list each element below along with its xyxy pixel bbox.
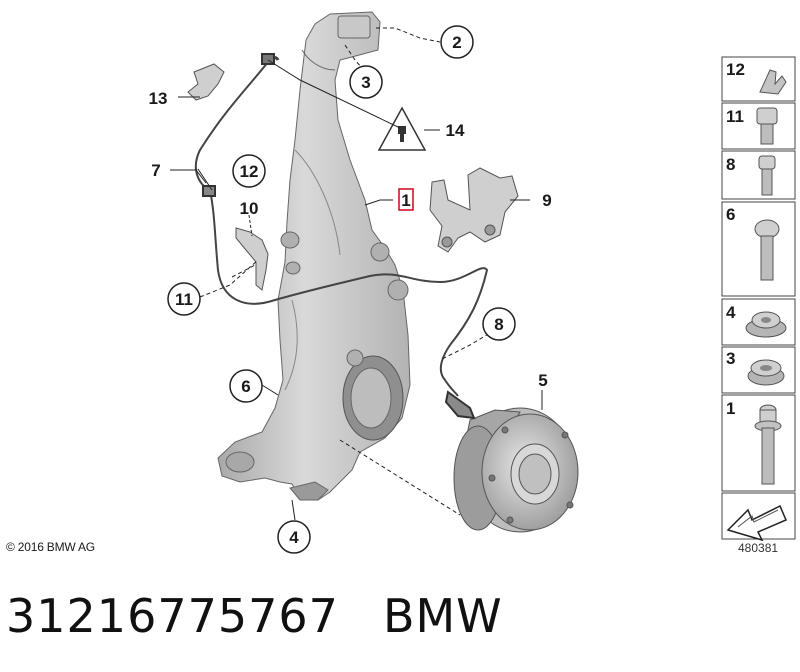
callout-9: 9 xyxy=(542,191,551,210)
brand-name: BMW xyxy=(382,589,503,643)
continue-arrow-icon xyxy=(726,504,787,542)
esd-warning-icon xyxy=(377,106,427,151)
sensor-bracket xyxy=(429,167,519,253)
callout-8: 8 xyxy=(482,307,516,341)
part-number: 31216775767 xyxy=(6,589,339,643)
svg-text:10: 10 xyxy=(240,199,259,218)
svg-text:1: 1 xyxy=(726,399,735,418)
svg-text:13: 13 xyxy=(149,89,168,108)
copyright-notice: © 2016 BMW AG xyxy=(6,540,95,554)
svg-text:11: 11 xyxy=(726,107,744,126)
cable-holder xyxy=(235,227,269,291)
svg-text:4: 4 xyxy=(726,303,736,322)
svg-text:3: 3 xyxy=(361,73,370,92)
torx-bolt-icon xyxy=(754,219,780,281)
svg-text:4: 4 xyxy=(289,528,299,547)
callout-2: 2 xyxy=(440,25,474,59)
steering-knuckle xyxy=(217,11,411,501)
collar-nut-icon xyxy=(745,311,787,338)
parts-diagram: 2 3 13 14 7 12 1 9 10 11 8 5 6 4 xyxy=(149,11,796,554)
svg-text:6: 6 xyxy=(241,377,250,396)
legend-item-4: 4 xyxy=(726,303,787,338)
callout-12: 12 xyxy=(232,154,266,188)
legend-item-8: 8 xyxy=(726,155,776,196)
svg-text:6: 6 xyxy=(726,205,735,224)
wheel-hub xyxy=(453,407,579,533)
legend-item-3: 3 xyxy=(726,349,785,386)
svg-text:7: 7 xyxy=(151,161,160,180)
callout-7: 7 xyxy=(151,161,160,180)
legend-item-1: 1 xyxy=(726,399,782,485)
svg-text:2: 2 xyxy=(452,33,461,52)
legend-item-11: 11 xyxy=(726,107,778,145)
legend-item-6: 6 xyxy=(726,205,780,281)
callout-5: 5 xyxy=(538,371,547,390)
svg-text:12: 12 xyxy=(240,162,259,181)
callout-6: 6 xyxy=(229,369,263,403)
flange-bolt-icon xyxy=(754,404,782,485)
hex-nut-icon xyxy=(747,359,785,386)
callout-4: 4 xyxy=(277,520,311,554)
drawing-number: 480381 xyxy=(738,541,779,555)
svg-text:11: 11 xyxy=(175,290,193,309)
clip-icon xyxy=(759,69,787,95)
svg-text:8: 8 xyxy=(494,315,503,334)
callout-1-highlighted: 1 xyxy=(398,188,414,211)
callout-11: 11 xyxy=(167,282,201,316)
svg-text:14: 14 xyxy=(446,121,465,140)
legend-item-12: 12 xyxy=(726,60,787,95)
svg-text:3: 3 xyxy=(726,349,735,368)
part-footer: 31216775767 BMW xyxy=(6,586,503,646)
svg-text:5: 5 xyxy=(538,371,547,390)
callout-14: 14 xyxy=(446,121,465,140)
callout-10: 10 xyxy=(240,199,259,218)
callout-13: 13 xyxy=(149,89,168,108)
callout-3: 3 xyxy=(349,65,383,99)
socket-head-screw-icon xyxy=(758,155,776,196)
svg-text:1: 1 xyxy=(401,191,410,210)
socket-head-bolt-icon xyxy=(756,107,778,145)
svg-text:9: 9 xyxy=(542,191,551,210)
fastener-legend xyxy=(721,56,796,540)
svg-text:8: 8 xyxy=(726,155,735,174)
svg-text:12: 12 xyxy=(726,60,745,79)
cable-clip xyxy=(187,63,225,101)
